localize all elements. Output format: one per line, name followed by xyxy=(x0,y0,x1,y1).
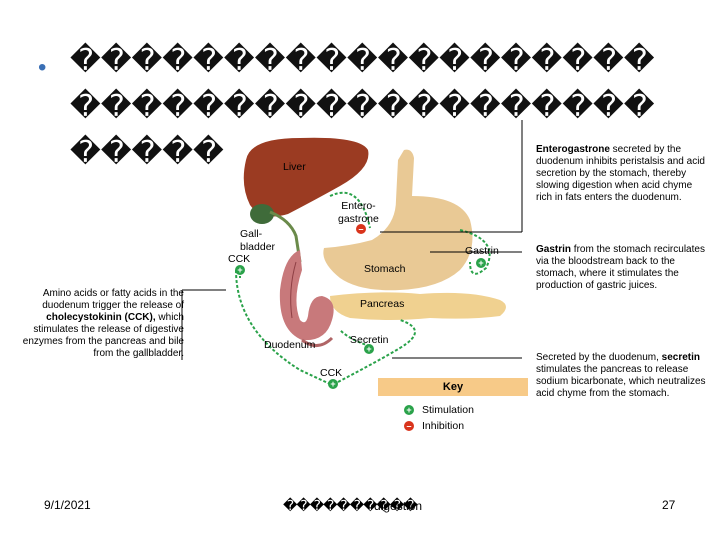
secretin-loop-b xyxy=(339,329,371,347)
note-gastrin-term: Gastrin xyxy=(536,244,572,255)
note-cck: Amino acids or fatty acids in the duoden… xyxy=(4,288,184,360)
footer-date: 9/1/2021 xyxy=(44,498,91,512)
label-gastrin: Gastrin xyxy=(465,245,499,257)
secretin-loop-a xyxy=(337,319,416,383)
stomach-shape xyxy=(323,149,473,291)
label-gallbladder: Gall- bladder xyxy=(240,228,276,253)
label-secretin: Secretin xyxy=(350,334,389,346)
label-enterogastrone: Entero- gastrone xyxy=(338,200,379,225)
stimulation-badge: + xyxy=(328,379,338,389)
title-line-2: ������������������� xyxy=(70,89,655,124)
enterogastrone-loop xyxy=(329,191,371,229)
note-cck-intro: Amino acids or fatty acids in the duoden… xyxy=(42,288,184,311)
footer-page-number: 27 xyxy=(662,498,676,512)
label-liver: Liver xyxy=(283,161,306,173)
note-cck-text: which stimulates the release of digestiv… xyxy=(22,312,184,359)
liver-shape xyxy=(243,137,369,217)
key-stimulation: Stimulation xyxy=(422,404,474,416)
note-cck-term: cholecystokinin (CCK), xyxy=(46,312,156,323)
label-cck-top: CCK xyxy=(228,253,251,265)
bile-duct xyxy=(269,210,302,263)
label-cck-bottom: CCK xyxy=(320,367,343,379)
note-secretin-term: secretin xyxy=(661,352,700,363)
note-secretin-text: stimulates the pancreas to release sodiu… xyxy=(536,364,706,399)
note-secretin-intro: Secreted by the duodenum, xyxy=(536,352,662,363)
note-secretin: Secreted by the duodenum, secretin stimu… xyxy=(536,352,711,400)
key-title: Key xyxy=(378,378,528,396)
bullet-dot: • xyxy=(38,54,47,81)
inhibition-badge: – xyxy=(356,224,366,234)
title-line-1: ������������������� xyxy=(70,43,655,78)
stimulation-badge: + xyxy=(476,258,486,268)
duodenum-inner xyxy=(290,261,297,319)
title-line-3: ����� xyxy=(70,135,224,170)
inhibition-key-icon: – xyxy=(404,421,414,431)
note-enterogastrone: Enterogastrone secreted by the duodenum … xyxy=(536,144,711,204)
stimulation-key-icon: + xyxy=(404,405,414,415)
label-duodenum: Duodenum xyxy=(264,339,316,351)
footer-center-word: digestion xyxy=(374,499,423,513)
label-pancreas: Pancreas xyxy=(360,298,405,310)
intestine-loop xyxy=(301,336,334,347)
pancreas-shape xyxy=(330,292,506,320)
footer-center-glyphs: ���������� xyxy=(283,498,418,514)
note-gastrin-text: from the stomach recirculates via the bl… xyxy=(536,244,705,291)
note-enterogastrone-text: secreted by the duodenum inhibits perist… xyxy=(536,144,705,203)
key-inhibition: Inhibition xyxy=(422,420,465,432)
label-stomach: Stomach xyxy=(364,263,406,275)
stimulation-badge: + xyxy=(364,344,374,354)
gallbladder-shape xyxy=(250,204,274,224)
note-enterogastrone-term: Enterogastrone xyxy=(536,144,610,155)
stimulation-badge: + xyxy=(235,265,245,275)
cck-bottom-loop xyxy=(235,269,331,385)
gastrin-loop xyxy=(459,229,491,275)
note-gastrin: Gastrin from the stomach recirculates vi… xyxy=(536,244,711,292)
